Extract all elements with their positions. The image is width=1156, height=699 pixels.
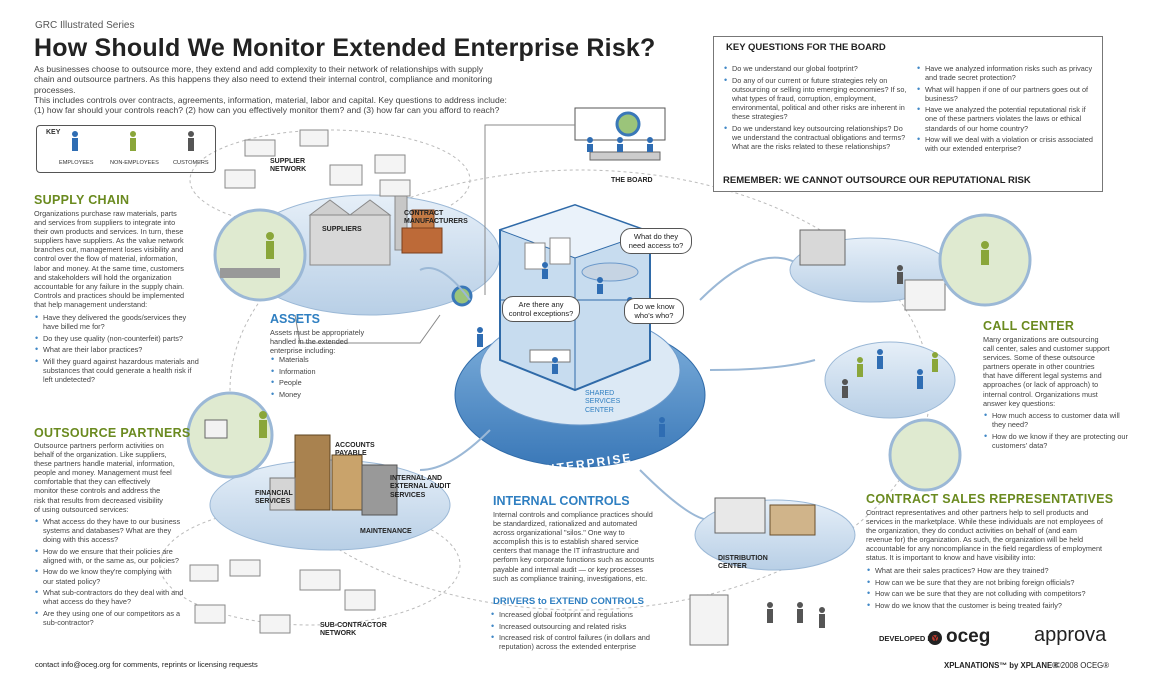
supply-chain-body: Organizations purchase raw materials, pa… xyxy=(34,209,185,309)
list-item: Do we understand key outsourcing relatio… xyxy=(723,124,908,151)
label-maintenance: MAINTENANCE xyxy=(360,528,412,535)
internal-controls-heading: INTERNAL CONTROLS xyxy=(493,494,630,508)
assets-list: Materials Information People Money xyxy=(270,355,380,401)
legend-title: KEY xyxy=(46,129,61,136)
contact-line: contact info@oceg.org for comments, repr… xyxy=(35,660,258,669)
list-item: Do we understand our global footprint? xyxy=(723,64,908,73)
list-item: How do we know that the customer is bein… xyxy=(866,601,1136,610)
list-item: Information xyxy=(270,367,380,376)
contract-sales-body: Contract representatives and other partn… xyxy=(866,508,1103,563)
legend-employees: EMPLOYEES xyxy=(59,160,94,166)
outsource-questions: What access do they have to our business… xyxy=(34,517,184,630)
list-item: How do we know if they are protecting ou… xyxy=(983,432,1128,450)
list-item: Are they using one of our competitors as… xyxy=(34,609,184,627)
connector-lines xyxy=(294,124,575,344)
list-item: What will happen if one of our partners … xyxy=(916,85,1096,103)
list-item: How can we be sure that they are not col… xyxy=(866,589,1136,598)
call-center-questions: How much access to customer data will th… xyxy=(983,411,1128,452)
copyright: ©2008 OCEG® xyxy=(1055,661,1109,670)
lens-icon xyxy=(451,285,473,307)
label-supplier-network: SUPPLIER NETWORK xyxy=(270,158,307,174)
outsource-platform xyxy=(209,434,451,551)
drivers-list: Increased global footprint and regulatio… xyxy=(490,610,655,654)
intro-text: As businesses choose to outsource more, … xyxy=(34,64,507,116)
list-item: Increased risk of control failures (in d… xyxy=(490,633,655,651)
bubble-access: What do they need access to? xyxy=(620,228,692,254)
list-item: Have we analyzed information risks such … xyxy=(916,64,1096,82)
legend-customers: CUSTOMERS xyxy=(173,160,209,166)
list-item: Increased outsourcing and related risks xyxy=(490,622,655,631)
label-accounts-payable: ACCOUNTS PAYABLE xyxy=(335,442,375,458)
approva-logo: approva xyxy=(1034,624,1107,646)
legend-box xyxy=(36,125,216,173)
label-shared-services: SHARED SERVICES CENTER xyxy=(585,390,621,414)
call-center-heading: CALL CENTER xyxy=(983,319,1075,333)
list-item: Will they guard against hazardous materi… xyxy=(34,357,199,384)
outsource-callout xyxy=(186,391,274,479)
list-item: Money xyxy=(270,390,380,399)
supply-chain-platform xyxy=(239,194,501,316)
outsource-body: Outsource partners perform activities on… xyxy=(34,441,175,514)
list-item: What sub-contractors do they deal with a… xyxy=(34,588,184,606)
flow-arrows xyxy=(419,256,816,521)
key-questions-col-2: Have we analyzed information risks such … xyxy=(916,64,1096,156)
list-item: Have we analyzed the potential reputatio… xyxy=(916,105,1096,132)
list-item: Have they delivered the goods/services t… xyxy=(34,313,199,331)
internal-controls-body: Internal controls and compliance practic… xyxy=(493,510,655,583)
key-questions-col-1: Do we understand our global footprint? D… xyxy=(723,64,908,153)
list-item: What access do they have to our business… xyxy=(34,517,184,544)
list-item: Do any of our current or future strategi… xyxy=(723,76,908,121)
contract-sales-heading: CONTRACT SALES REPRESENTATIVES xyxy=(866,492,1114,506)
xplanations-logo: XPLANATIONS™ by XPLANE® xyxy=(944,661,1058,670)
page-title: How Should We Monitor Extended Enterpris… xyxy=(34,34,656,62)
oceg-logo: oceg xyxy=(946,626,991,647)
bubble-exceptions: Are there any control exceptions? xyxy=(502,296,580,322)
label-financial-services: FINANCIAL SERVICES xyxy=(255,490,293,506)
supply-chain-heading: SUPPLY CHAIN xyxy=(34,193,130,207)
assets-heading: ASSETS xyxy=(270,312,321,326)
list-item: People xyxy=(270,378,380,387)
list-item: How do we ensure that their policies are… xyxy=(34,547,184,565)
list-item: Increased global footprint and regulatio… xyxy=(490,610,655,619)
people-figures xyxy=(72,131,989,628)
list-item: How do we know they're complying with ou… xyxy=(34,567,184,585)
supplier-network-buildings xyxy=(224,129,411,197)
label-the-board: THE BOARD xyxy=(611,177,653,184)
supply-chain-questions: Have they delivered the goods/services t… xyxy=(34,313,199,387)
series-label: GRC Illustrated Series xyxy=(35,20,135,31)
list-item: How will we deal with a violation or cri… xyxy=(916,135,1096,153)
list-item: Materials xyxy=(270,355,380,364)
label-sub-contractor-network: SUB-CONTRACTOR NETWORK xyxy=(320,622,387,638)
legend-non-employees: NON-EMPLOYEES xyxy=(110,160,159,166)
outsource-heading: OUTSOURCE PARTNERS xyxy=(34,426,191,440)
list-item: What are their labor practices? xyxy=(34,345,199,354)
list-item: What are their sales practices? How are … xyxy=(866,566,1136,575)
key-questions-footer: REMEMBER: WE CANNOT OUTSOURCE OUR REPUTA… xyxy=(723,175,1031,186)
supply-chain-callout xyxy=(213,208,307,302)
label-internal-external-audit: INTERNAL AND EXTERNAL AUDIT SERVICES xyxy=(390,475,451,499)
label-suppliers: SUPPLIERS xyxy=(322,226,362,233)
list-item: How much access to customer data will th… xyxy=(983,411,1128,429)
list-item: How can we be sure that they are not bri… xyxy=(866,578,1136,587)
label-distribution-center: DISTRIBUTION CENTER xyxy=(718,555,768,571)
sub-contractor-buildings xyxy=(189,559,376,634)
bubble-who: Do we know who's who? xyxy=(624,298,684,324)
list-item: Do they use quality (non-counterfeit) pa… xyxy=(34,334,199,343)
drivers-heading: DRIVERS to EXTEND CONTROLS xyxy=(493,596,644,607)
label-contract-manufacturers: CONTRACT MANUFACTURERS xyxy=(404,210,468,226)
board-room xyxy=(574,107,666,161)
contract-sales-questions: What are their sales practices? How are … xyxy=(866,566,1136,612)
developed-by-label: DEVELOPED BY xyxy=(879,634,938,643)
key-questions-heading: KEY QUESTIONS FOR THE BOARD xyxy=(726,42,886,53)
